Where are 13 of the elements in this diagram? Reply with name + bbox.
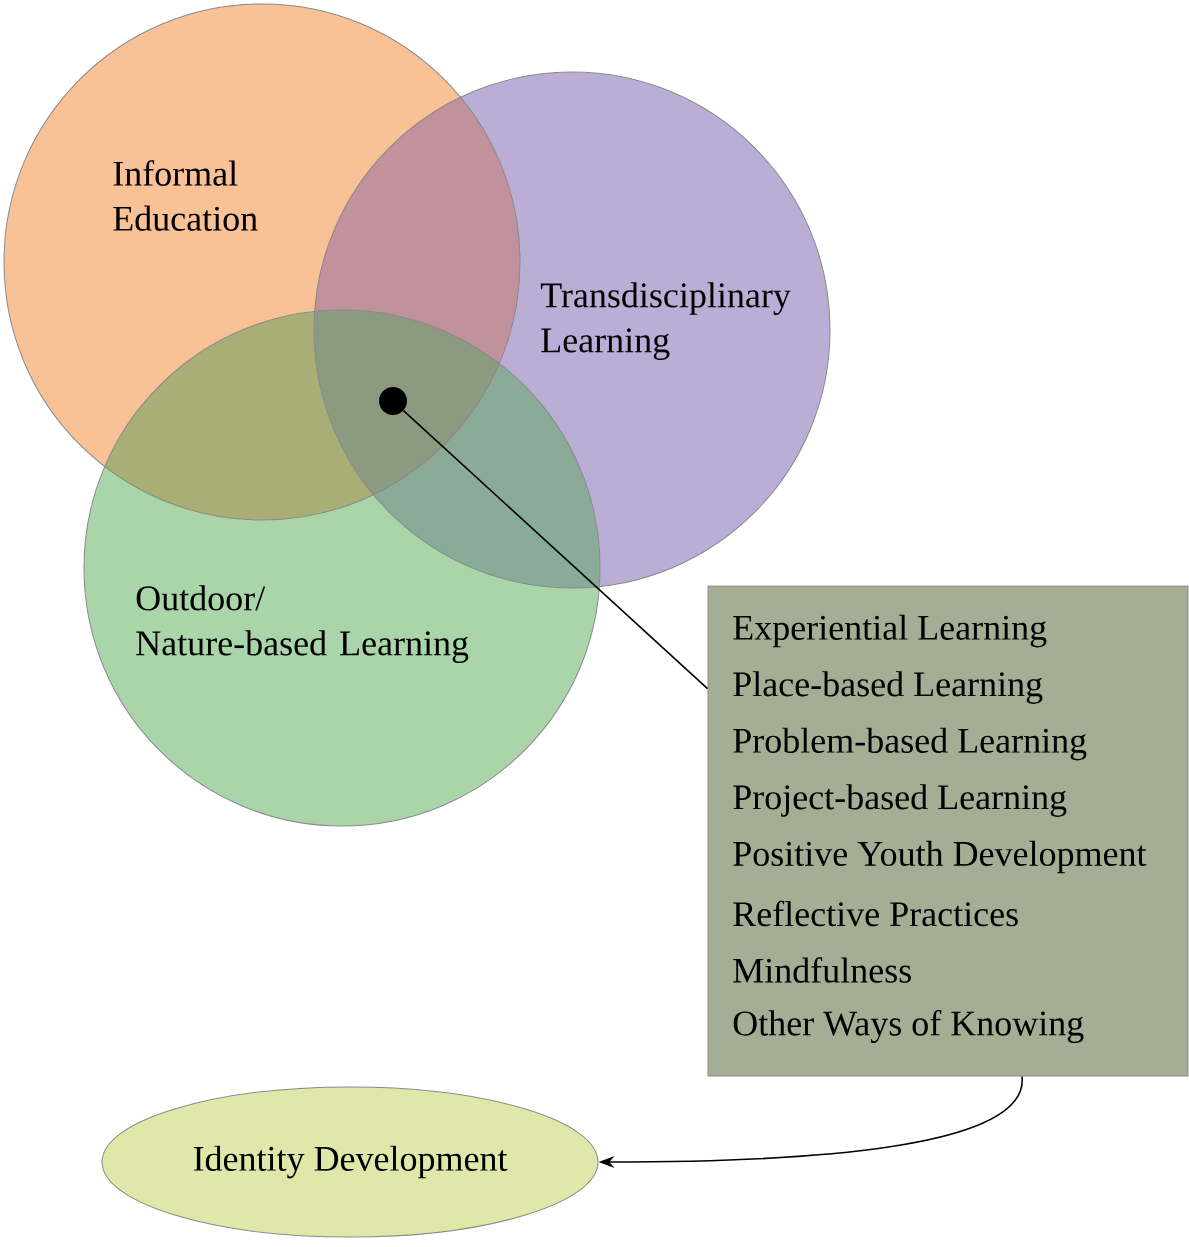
circle-label: Outdoor/ Nature-based Learning [136, 585, 469, 663]
circle-label: Informal Education [113, 160, 258, 231]
list-item: Other Ways of Knowing [733, 1009, 1084, 1044]
dot [379, 387, 407, 415]
list-item: Mindfulness [733, 957, 911, 983]
circle-label: Transdisciplinary Learning [540, 282, 791, 360]
list-item: Reflective Practices [733, 900, 1018, 927]
list-item: Place-based Learning [733, 671, 1043, 704]
list-item: Project-based Learning [733, 784, 1067, 817]
leader-line [402, 409, 709, 690]
list-item: Positive Youth Development [733, 840, 1147, 874]
list-item: Experiential Learning [733, 614, 1047, 648]
list-item: Problem-based Learning [733, 727, 1087, 761]
